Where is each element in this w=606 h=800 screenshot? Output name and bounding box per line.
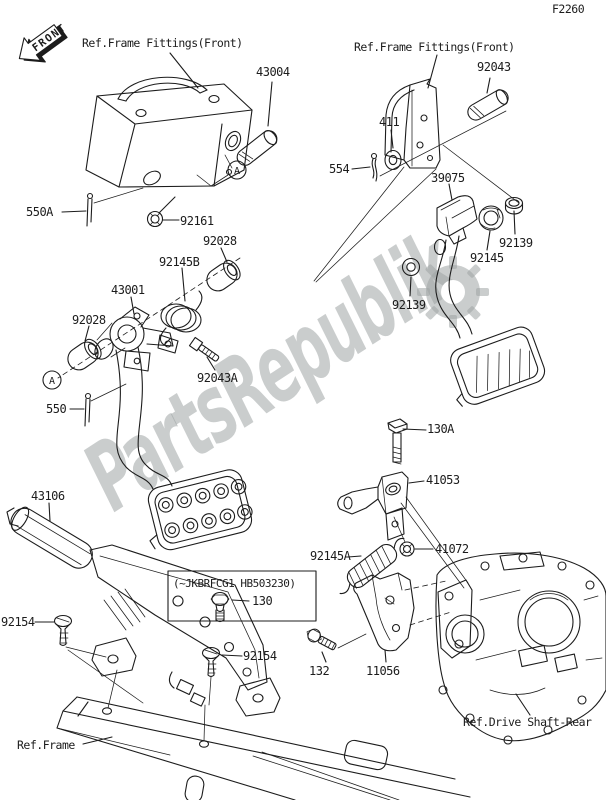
detail-marker-a-bottom: A: [42, 370, 62, 390]
part-label-92154-left: 92154: [1, 615, 35, 629]
part-label-92145: 92145: [470, 251, 504, 265]
part-label-92154-right: 92154: [243, 649, 277, 663]
screw-92154-right-drawing: [201, 646, 221, 678]
part-label-92145A: 92145A: [310, 549, 351, 563]
part-label-92139-right: 92139: [499, 236, 533, 250]
detail-marker-a-bottom-label: A: [49, 376, 55, 387]
part-label-92043: 92043: [477, 60, 511, 74]
bracket-11056-drawing: [353, 572, 415, 652]
part-label-43106: 43106: [31, 489, 65, 503]
part-label-92028-right: 92028: [203, 234, 237, 248]
pedal-pad-left-drawing: [147, 469, 253, 551]
part-label-41072: 41072: [435, 542, 469, 556]
serial-range-note: (~JKBRFCG1 HB503230): [173, 577, 296, 590]
ref-frame-fittings-front-right: Ref.Frame Fittings(Front): [354, 40, 515, 54]
frame-fitting-front-left-drawing: [85, 76, 253, 188]
part-label-92145B: 92145B: [159, 255, 200, 269]
part-label-130A: 130A: [427, 422, 454, 436]
cotter-pin-550-drawing: [84, 392, 92, 427]
ref-drive-shaft-rear: Ref.Drive Shaft-Rear: [463, 715, 592, 729]
bolt-130-drawing: [210, 591, 230, 623]
part-label-550A: 550A: [26, 205, 53, 219]
part-label-132: 132: [309, 664, 330, 678]
part-label-43001: 43001: [111, 283, 145, 297]
pedal-43001-drawing: [94, 306, 179, 490]
frame-rail-drawing: [56, 696, 471, 800]
part-label-130: 130: [252, 594, 273, 608]
washer-92139-left-drawing: [401, 257, 421, 277]
drive-shaft-rear-housing-drawing: [435, 551, 606, 745]
bushing-92028-right-drawing: [206, 259, 241, 292]
part-label-39075: 39075: [431, 171, 465, 185]
detail-marker-a-top-label: A: [234, 166, 240, 177]
bushing-92145-drawing: [478, 205, 504, 231]
part-label-92139-left: 92139: [392, 298, 426, 312]
pedal-cover-39075-drawing: [436, 195, 478, 245]
assembly-lines: [57, 110, 520, 742]
ref-frame-fittings-front-left: Ref.Frame Fittings(Front): [82, 36, 243, 50]
frame-fitting-front-right-drawing: [384, 78, 441, 169]
part-label-41053: 41053: [426, 473, 460, 487]
spring-92145A-drawing: [339, 537, 405, 595]
nut-92161-drawing: [146, 210, 164, 228]
nut-41072-drawing: [399, 541, 415, 557]
bracket-41053-drawing: [337, 471, 409, 541]
bolt-92043A-drawing: [188, 336, 220, 362]
part-label-411: 411: [379, 115, 400, 129]
detail-marker-a-top: A: [227, 160, 247, 180]
screw-92154-left-drawing: [53, 614, 73, 647]
part-label-43004: 43004: [256, 65, 290, 79]
part-label-550: 550: [46, 402, 67, 416]
part-label-92043A: 92043A: [197, 371, 238, 385]
pedal-pad-right-drawing: [450, 326, 546, 407]
pedal-arm-right-drawing: [433, 235, 473, 339]
pin-92043-drawing: [467, 89, 509, 121]
gear-icon: [417, 256, 489, 328]
ref-frame: Ref.Frame: [17, 738, 75, 752]
bolt-132-drawing: [306, 628, 337, 651]
bushing-92028-left-drawing: [67, 338, 102, 371]
serial-note-box: [167, 570, 317, 623]
pedal-pad-studs: [158, 478, 253, 538]
bolt-130A-drawing: [387, 418, 408, 465]
leader-lines: [34, 52, 531, 745]
pin-43004-drawing: [236, 129, 278, 166]
cotter-pin-554-drawing: [370, 152, 378, 182]
part-label-554: 554: [329, 162, 350, 176]
part-label-11056: 11056: [366, 664, 400, 678]
part-label-92028-left: 92028: [72, 313, 106, 327]
part-label-92161: 92161: [180, 214, 214, 228]
cotter-pin-550A-drawing: [86, 192, 94, 227]
diagram-code: F2260: [552, 2, 585, 16]
spring-92145B-drawing: [159, 290, 203, 346]
